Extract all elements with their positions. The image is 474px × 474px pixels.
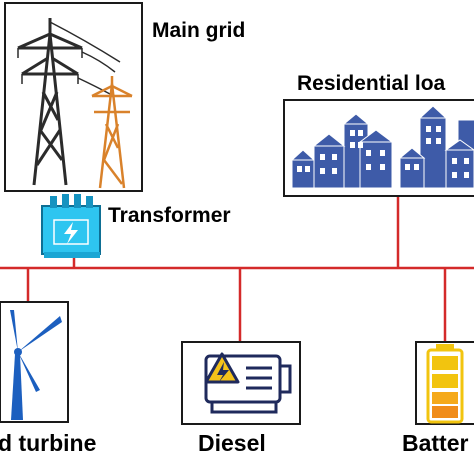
transformer-icon xyxy=(41,194,101,258)
main-grid-label: Main grid xyxy=(152,19,246,42)
pylon-icon xyxy=(17,18,133,189)
battery-icon xyxy=(415,341,474,425)
transformer-label: Transformer xyxy=(108,204,231,227)
battery-label: Batter xyxy=(402,430,469,456)
wind-turbine-label: d turbine xyxy=(0,430,97,456)
main-grid-node xyxy=(4,2,143,192)
connection-lines xyxy=(0,196,474,342)
house-windows xyxy=(297,126,469,178)
residential-load-node xyxy=(283,99,474,197)
diesel-label: Diesel xyxy=(198,430,266,456)
houses-icon xyxy=(290,105,474,189)
diesel-generator-icon xyxy=(181,341,301,425)
wind-turbine-icon xyxy=(0,301,69,423)
residential-load-label: Residential loa xyxy=(297,72,446,95)
